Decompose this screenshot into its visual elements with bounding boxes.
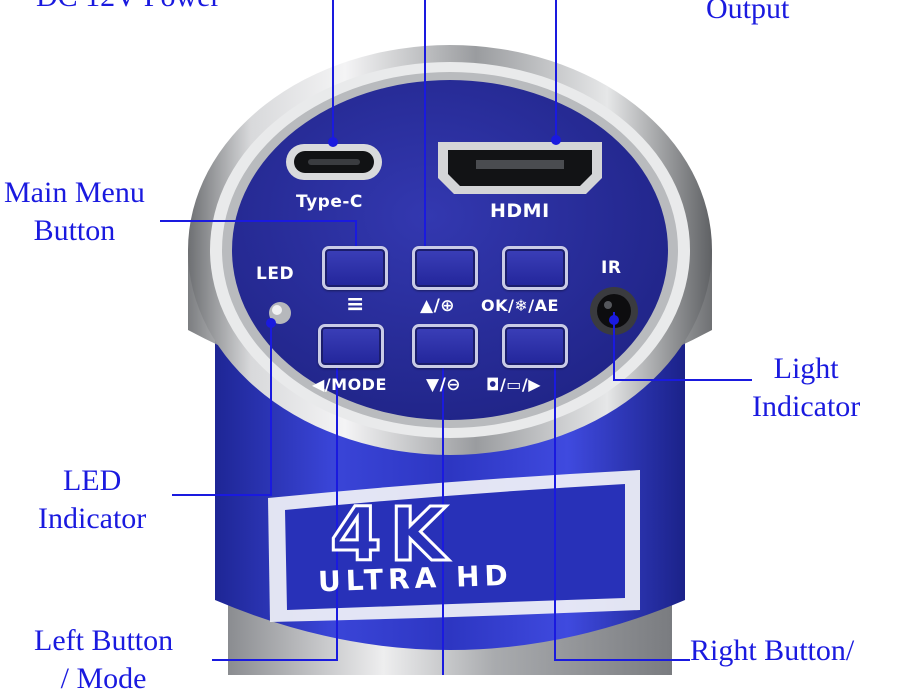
leader-led — [172, 323, 272, 496]
badge-ultra-hd-text: ULTRA HD — [317, 558, 514, 599]
menu-button[interactable] — [322, 246, 388, 290]
callout-power: DC 12V Power — [36, 0, 220, 16]
camera-diagram: Type-C HDMI LED IR ≡ ▲/⊕ OK/❄/AE ◀/MODE … — [4, 0, 861, 695]
left-mode-label: ◀/MODE — [312, 375, 387, 394]
down-zoom-out-button[interactable] — [412, 324, 478, 368]
down-zoom-label: ▼/⊖ — [426, 375, 462, 395]
up-zoom-in-button[interactable] — [412, 246, 478, 290]
ir-label: IR — [601, 258, 622, 278]
capture-right-button[interactable] — [502, 324, 568, 368]
badge-4k-text: 4K — [329, 491, 455, 580]
callout-left-button: Left Button / Mode — [34, 624, 174, 695]
up-zoom-label: ▲/⊕ — [420, 296, 456, 316]
leader-left — [212, 349, 338, 661]
typec-label: Type-C — [296, 192, 363, 212]
callout-light-indicator: Light Indicator — [752, 352, 861, 423]
menu-symbol-label: ≡ — [346, 292, 365, 317]
hdmi-label: HDMI — [490, 200, 550, 222]
ok-ae-button[interactable] — [502, 246, 568, 290]
callout-main-menu: Main Menu Button — [4, 176, 145, 247]
leader-light — [613, 312, 752, 381]
callout-right-button: Right Button/ — [690, 634, 855, 667]
callout-led-indicator: LED Indicator — [38, 464, 147, 535]
capture-right-label: ◘/▭/▶ — [486, 375, 542, 394]
left-mode-button[interactable] — [318, 324, 384, 368]
led-label: LED — [256, 264, 295, 284]
leader-right — [554, 349, 690, 661]
callout-hdmi-output: Output — [706, 0, 790, 25]
ok-ae-label: OK/❄/AE — [481, 296, 559, 315]
